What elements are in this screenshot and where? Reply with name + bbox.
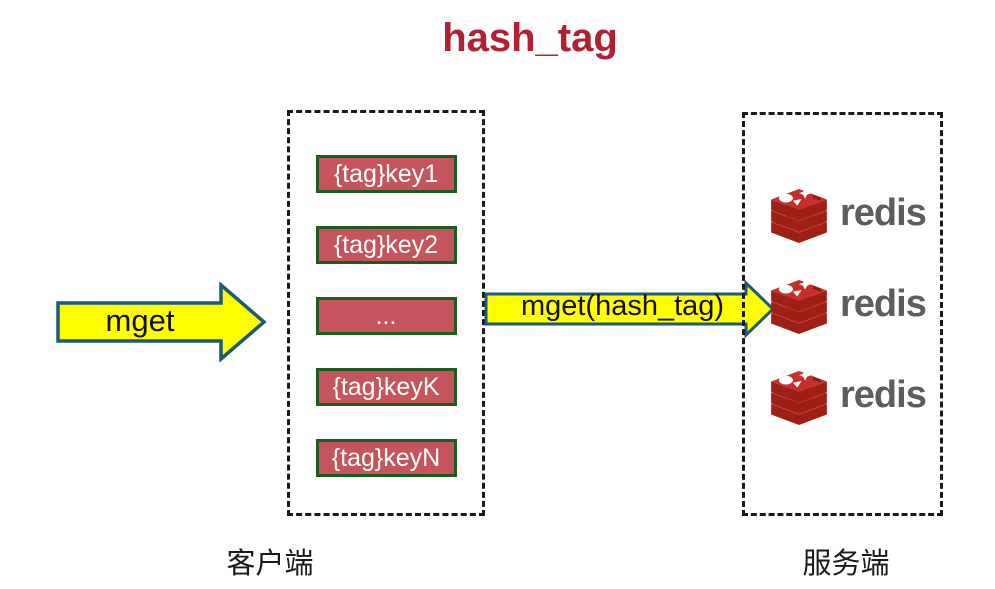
client-group-box: {tag}key1 {tag}key2 ... {tag}keyK {tag}k… — [287, 110, 485, 516]
redis-logo-icon — [771, 279, 827, 334]
redis-node-1: redis — [771, 187, 927, 244]
server-group-box: redis redis redis — [742, 112, 943, 516]
redis-node-2: redis — [771, 278, 927, 335]
redis-node-label: redis — [840, 282, 927, 325]
redis-node-3: redis — [771, 369, 927, 426]
key-box-ellipsis: ... — [315, 297, 457, 335]
mget-hash-tag-arrow-label: mget(hash_tag) — [520, 290, 725, 322]
redis-logo-icon — [771, 370, 827, 425]
mget-hash-tag-arrow-icon — [484, 280, 776, 338]
client-zone-label: 客户端 — [226, 548, 314, 580]
redis-node-label: redis — [840, 373, 927, 416]
server-zone-label: 服务端 — [802, 548, 890, 580]
key-box-tag-keyK: {tag}keyK — [315, 368, 457, 406]
redis-node-label: redis — [840, 191, 927, 234]
key-box-tag-key2: {tag}key2 — [315, 226, 457, 264]
key-box-tag-keyN: {tag}keyN — [315, 439, 457, 477]
key-box-tag-key1: {tag}key1 — [315, 155, 457, 193]
redis-logo-icon — [771, 188, 827, 243]
mget-arrow-icon — [56, 282, 267, 362]
mget-arrow-label: mget — [105, 303, 175, 338]
diagram-title: hash_tag — [442, 16, 618, 60]
